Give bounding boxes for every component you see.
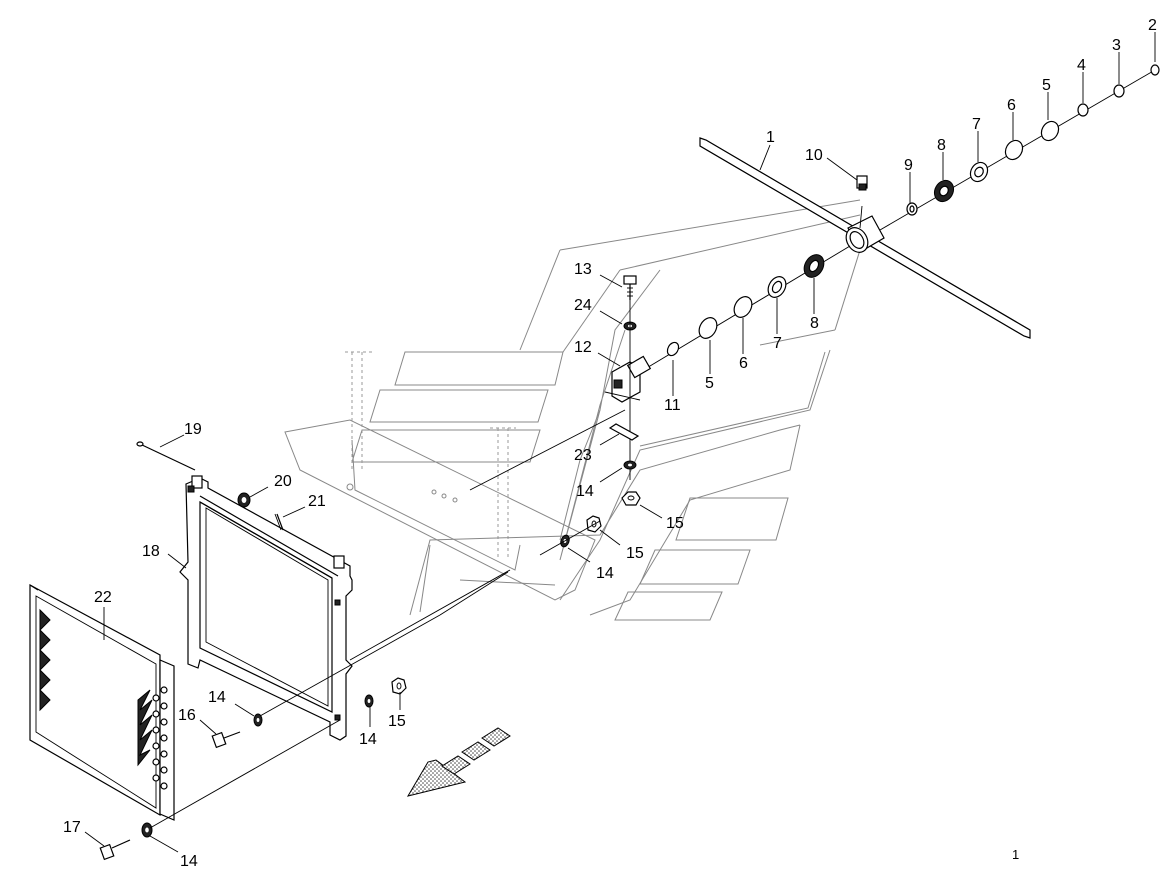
callout-14-c: 14: [208, 689, 226, 706]
callout-14-e: 14: [180, 853, 198, 870]
callout-14-a: 14: [576, 483, 594, 500]
callout-5-lower: 5: [705, 375, 714, 392]
washer-part-14-a: [623, 460, 637, 470]
callout-7-lower: 7: [773, 335, 782, 352]
screen-fastener-holes: [152, 686, 168, 790]
callout-2: 2: [1148, 17, 1157, 34]
callout-13: 13: [574, 261, 592, 278]
callout-14-d: 14: [359, 731, 377, 748]
bearing-housing: [845, 205, 885, 253]
callout-19: 19: [184, 421, 202, 438]
grease-nipple-part-10: [856, 175, 868, 191]
callout-3: 3: [1112, 37, 1121, 54]
callout-22: 22: [94, 589, 112, 606]
radiator-screen-part-22: [29, 583, 175, 821]
bolt-part-16: [211, 731, 241, 749]
nut-part-15-c: [391, 677, 407, 695]
bolt-part-17: [99, 839, 131, 861]
callout-16: 16: [178, 707, 196, 724]
callout-8-upper: 8: [937, 137, 946, 154]
callout-8-lower: 8: [810, 315, 819, 332]
callout-6-upper: 6: [1007, 97, 1016, 114]
callout-21: 21: [308, 493, 326, 510]
radiator-frame-part-18: [179, 475, 353, 741]
callout-15-b: 15: [626, 545, 644, 562]
callout-12: 12: [574, 339, 592, 356]
callout-17: 17: [63, 819, 81, 836]
callout-6-lower: 6: [739, 355, 748, 372]
callout-5-upper: 5: [1042, 77, 1051, 94]
callout-11: 11: [664, 397, 681, 414]
callout-15-c: 15: [388, 713, 406, 730]
callout-20: 20: [274, 473, 292, 490]
cotter-pin-part-21: [274, 513, 284, 531]
plate-part-23: [608, 423, 640, 441]
lower-axis-components: [639, 245, 851, 373]
washer-part-14-d: [364, 694, 374, 708]
page-corner-label: 1: [1012, 847, 1019, 862]
callout-14-b: 14: [596, 565, 614, 582]
pin-part-19: [136, 441, 196, 471]
callout-18: 18: [142, 543, 160, 560]
direction-arrow: [406, 727, 511, 797]
callout-7-upper: 7: [972, 116, 981, 133]
washer-part-20: [237, 492, 251, 508]
callout-4: 4: [1077, 57, 1086, 74]
pivot-bracket-part-12: [604, 355, 652, 403]
nut-part-15-a: [621, 491, 641, 506]
callout-labels: 1 2 3 4 5 6 7 8 9 10 8 7 6 5 11 12 13 24…: [63, 17, 1157, 870]
callout-23: 23: [574, 447, 592, 464]
callout-1: 1: [766, 129, 775, 146]
callout-24: 24: [574, 297, 592, 314]
machine-frame-outline: [284, 199, 861, 621]
washer-part-14-c: [253, 713, 263, 727]
leader-lines: [84, 32, 1156, 853]
callout-9: 9: [904, 157, 913, 174]
bolt-part-13: [623, 275, 637, 300]
washer-part-14-e: [141, 822, 153, 838]
upper-axis-components: [879, 64, 1160, 231]
callout-15-a: 15: [666, 515, 684, 532]
callout-10: 10: [805, 147, 823, 164]
